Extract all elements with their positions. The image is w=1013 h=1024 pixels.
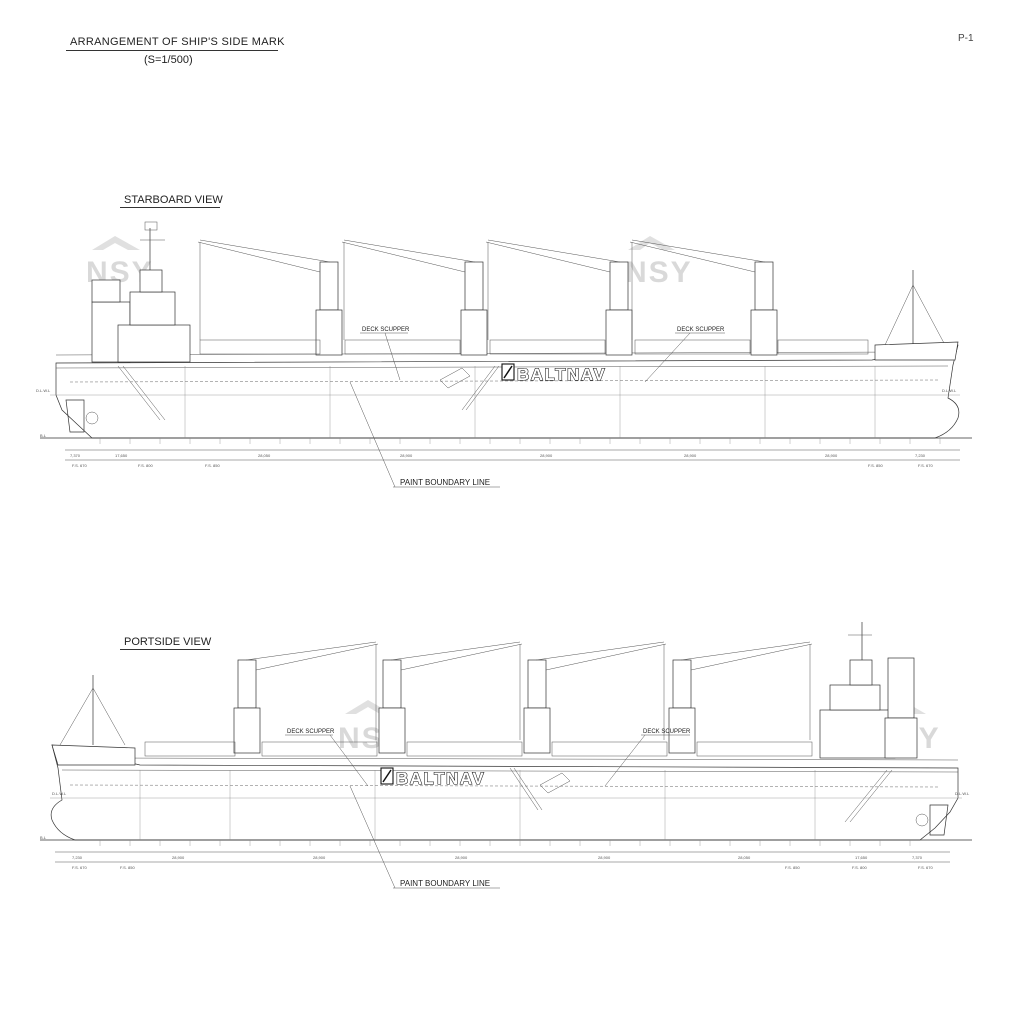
port-dim-8: 7,370: [912, 855, 923, 860]
portside-paint-boundary-label: PAINT BOUNDARY LINE: [400, 879, 490, 888]
portside-draft-label: D.L.W.L: [52, 791, 67, 796]
portside-crane-4: [668, 641, 813, 754]
portside-brand-mark: BALTNAV: [380, 767, 485, 789]
portside-crane-1: [233, 641, 379, 754]
starboard-crane-1: [197, 239, 343, 356]
starboard-draft-label: D.L.W.L: [36, 388, 51, 393]
starboard-view-title: STARBOARD VIEW: [124, 194, 223, 206]
starboard-crane-3: [485, 239, 633, 356]
portside-draft-label-aft: D.L.W.L: [955, 791, 970, 796]
watermark-text-2: NSY: [625, 256, 693, 289]
starboard-paint-boundary-label: PAINT BOUNDARY LINE: [400, 478, 490, 487]
drawing-scale: (S=1/500): [144, 54, 193, 66]
portside-view-title: PORTSIDE VIEW: [124, 636, 212, 648]
port-fs-5: F.S. 670: [918, 865, 933, 870]
stbd-dim-4: 28,900: [400, 453, 413, 458]
stbd-dim-7: 28,900: [825, 453, 838, 458]
drawing-title: ARRANGEMENT OF SHIP'S SIDE MARK: [70, 36, 285, 48]
stbd-fs-2: F.S. 800: [138, 463, 153, 468]
port-fs-1: F.S. 670: [72, 865, 87, 870]
port-dim-1: 7,230: [72, 855, 83, 860]
portside-baseline-label: B.L: [40, 835, 47, 840]
starboard-crane-2: [341, 239, 488, 356]
portside-ship: [40, 622, 972, 863]
portside-deck-scupper-label-2: DECK SCUPPER: [643, 729, 691, 735]
stbd-fs-1: F.S. 670: [72, 463, 87, 468]
portside-title-underline: [120, 649, 210, 650]
title-underline: [66, 50, 278, 51]
stbd-dim-1: 7,370: [70, 453, 81, 458]
stbd-fs-3: F.S. 850: [205, 463, 220, 468]
starboard-baseline-label: B.L: [40, 433, 47, 438]
portside-brand-text: BALTNAV: [396, 769, 485, 788]
stbd-dim-2: 17,650: [115, 453, 128, 458]
port-dim-5: 28,900: [598, 855, 611, 860]
stbd-fs-4: F.S. 850: [868, 463, 883, 468]
starboard-ship: [40, 221, 972, 461]
starboard-title-underline: [120, 207, 220, 208]
starboard-brand-mark: BALTNAV: [501, 363, 606, 385]
stbd-dim-3: 28,050: [258, 453, 271, 458]
port-fs-4: F.S. 800: [852, 865, 867, 870]
port-dim-6: 28,050: [738, 855, 751, 860]
starboard-brand-text: BALTNAV: [517, 365, 606, 384]
stbd-dim-6: 28,900: [684, 453, 697, 458]
starboard-deck-scupper-label-2: DECK SCUPPER: [677, 327, 725, 333]
portside-hull: [50, 744, 959, 841]
portside-deck-scupper-label-1: DECK SCUPPER: [287, 729, 335, 735]
stbd-dim-5: 28,900: [540, 453, 553, 458]
port-fs-3: F.S. 850: [785, 865, 800, 870]
stbd-fs-5: F.S. 670: [918, 463, 933, 468]
portside-crane-2: [378, 641, 523, 754]
page-number: P-1: [958, 33, 974, 44]
starboard-crane-4: [629, 239, 778, 356]
portside-dimensions: 7,230 28,900 28,900 28,900 28,900 28,050…: [72, 855, 933, 870]
port-dim-2: 28,900: [172, 855, 185, 860]
starboard-dimensions: 7,370 17,650 28,050 28,900 28,900 28,900…: [70, 453, 933, 468]
starboard-deck-scupper-label-1: DECK SCUPPER: [362, 327, 410, 333]
starboard-draft-label-fwd: D.L.W.L: [942, 388, 957, 393]
watermark-logo-2: NSY: [625, 236, 693, 289]
portside-crane-3: [523, 641, 667, 754]
port-dim-4: 28,900: [455, 855, 468, 860]
stbd-dim-8: 7,230: [915, 453, 926, 458]
starboard-hull: [55, 344, 960, 439]
port-dim-7: 17,650: [855, 855, 868, 860]
port-fs-2: F.S. 850: [120, 865, 135, 870]
port-dim-3: 28,900: [313, 855, 326, 860]
